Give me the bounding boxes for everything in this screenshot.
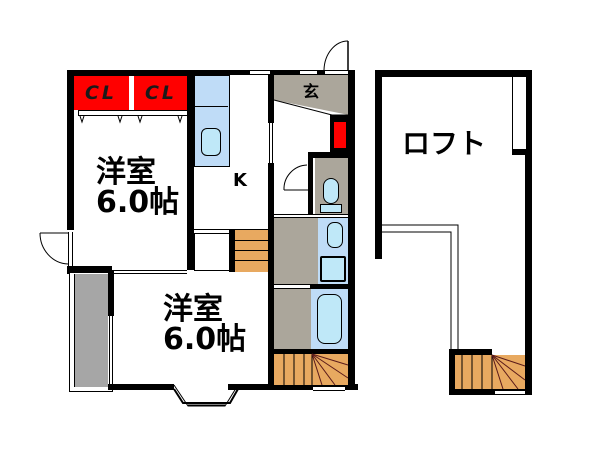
- closet-2: CL: [134, 76, 188, 110]
- closet-2-label: CL: [144, 82, 178, 104]
- wall-left-upper: [67, 70, 74, 230]
- loft-stair-window: [495, 390, 525, 395]
- loft-niche-bottom: [512, 149, 526, 155]
- wall-right-outer: [348, 70, 355, 390]
- loft-wall-top: [375, 70, 531, 77]
- door-left-opening: [68, 232, 73, 266]
- washing-machine: [320, 256, 346, 282]
- toilet-bottom-door: [274, 214, 348, 218]
- wall-room1-bottom-left: [67, 268, 112, 274]
- window-entry-top: [300, 70, 317, 75]
- loft-wall-right: [525, 70, 532, 395]
- loft-right-niche: [512, 77, 526, 153]
- loft-stair-left: [449, 349, 455, 395]
- stair-wall-left: [229, 230, 235, 272]
- window-kitchen-top: [250, 70, 270, 75]
- loft-stair-bottom: [449, 389, 532, 395]
- toilet-tank: [320, 204, 342, 213]
- bath-door: [274, 284, 310, 289]
- loft-wall-left: [375, 70, 382, 259]
- wash-basin: [327, 222, 343, 248]
- toilet-bowl: [323, 178, 339, 204]
- kitchen-bottom-line: [194, 229, 274, 230]
- room2-top-right-box: [194, 233, 230, 271]
- room-1-label: 洋室 6.0帖: [96, 158, 179, 218]
- toilet-wall-top: [308, 152, 350, 158]
- shoe-cabinet: [334, 122, 346, 148]
- wall-top-left: [67, 70, 193, 76]
- closet-1: CL: [73, 76, 129, 110]
- loft-label: ロフト: [402, 127, 487, 160]
- room-2-label: 洋室 6.0帖: [163, 295, 246, 355]
- bathtub: [317, 294, 342, 344]
- room-1-type: 洋室: [96, 155, 156, 190]
- bath-wall-bottom: [268, 349, 355, 354]
- window-room2-left: [109, 316, 113, 384]
- wall-kitchen-right-upper: [268, 75, 274, 123]
- balcony-gray: [74, 274, 108, 387]
- kitchen-sink: [201, 128, 221, 156]
- room-1-size: 6.0帖: [96, 185, 180, 220]
- kitchen-label: K: [233, 170, 247, 191]
- wall-room2-bottom-right: [228, 384, 358, 390]
- loft-stair-frame: [449, 349, 492, 355]
- bath-wash-floor: [274, 289, 311, 349]
- wall-room1-right: [187, 70, 194, 270]
- washroom-wall-bottom: [310, 284, 350, 289]
- closet-1-label: CL: [84, 82, 118, 104]
- wall-top-mid: [193, 70, 251, 75]
- wall-top-right: [270, 70, 300, 75]
- stairs-main: [235, 230, 270, 272]
- window-stairs-bottom: [313, 386, 345, 391]
- room-2-type: 洋室: [163, 292, 223, 327]
- toilet-wall-left: [308, 152, 313, 214]
- sliding-door-room1: [112, 270, 187, 274]
- wall-room2-left-upper: [108, 270, 114, 316]
- sliding-door-kitchen: [269, 123, 273, 163]
- wall-room2-bottom-left: [108, 384, 174, 390]
- wall-kitchen-right-lower: [268, 163, 274, 385]
- room-2-size: 6.0帖: [163, 322, 247, 357]
- counter-divider: [194, 106, 228, 107]
- wall-top-right2: [317, 70, 325, 75]
- entrance-door-opening: [325, 70, 349, 75]
- entrance-label: 玄: [303, 82, 320, 101]
